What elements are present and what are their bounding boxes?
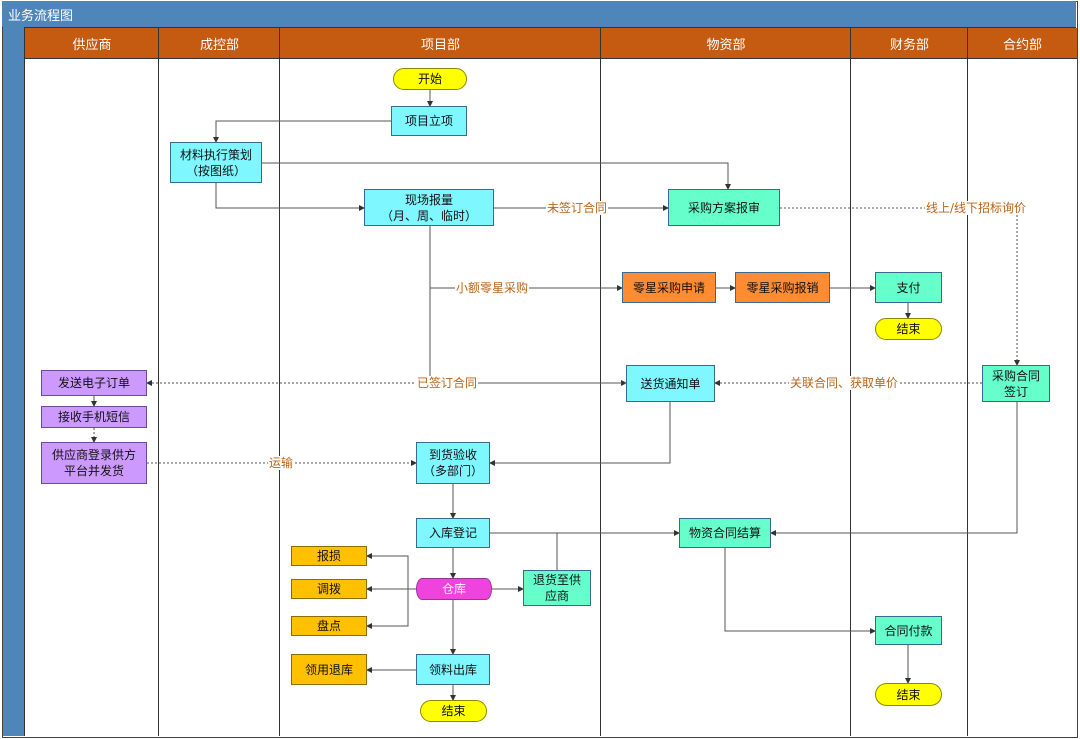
settlement-node[interactable]: 物资合同结算 [679,518,771,548]
edge [262,162,731,190]
edge [429,288,627,386]
return-supplier-node[interactable]: 退货至供 应商 [523,570,591,606]
end-project-node[interactable]: 结束 [420,700,487,722]
lane-header-materials: 物资部 [600,28,851,59]
return-stock-node[interactable]: 领用退库 [291,654,367,685]
petty-apply-node[interactable]: 零星采购申请 [622,272,716,303]
edge-label-signed: 已签订合同 [416,376,479,390]
lane-divider [279,28,280,736]
end-finance-node[interactable]: 结束 [875,683,942,706]
title-bar: 业务流程图 [2,1,1076,28]
edge-label-bidding: 线上/线下招标询价 [925,201,1028,215]
lane-divider [158,28,159,736]
stock-in-node[interactable]: 入库登记 [416,518,490,548]
edge-label-petty: 小额零星采购 [455,281,530,295]
edge [213,120,391,143]
material-plan-node[interactable]: 材料执行策划 （按图纸） [170,142,262,183]
project-setup-node[interactable]: 项目立项 [391,106,467,136]
arrival-check-node[interactable]: 到货验收 （多部门） [416,442,490,484]
pool-strip [3,27,25,736]
lane-header-cost-control: 成控部 [158,28,280,59]
site-report-node[interactable]: 现场报量 （月、周、临时） [364,189,494,226]
transfer-node[interactable]: 调拨 [291,579,367,599]
edge [724,548,876,634]
edge [489,402,671,466]
purchase-review-node[interactable]: 采购方案报审 [668,189,780,226]
contract-sign-node[interactable]: 采购合同 签订 [982,365,1050,402]
lane-header-finance: 财务部 [850,28,968,59]
inventory-node[interactable]: 盘点 [291,616,367,636]
lane-header-project: 项目部 [279,28,601,59]
edge-label-unsigned: 未签订合同 [546,201,609,215]
edge [770,402,1018,536]
lane-header-contract: 合约部 [967,28,1077,59]
diagram-title: 业务流程图 [8,9,74,24]
edge [366,553,409,589]
lane-divider [600,28,601,736]
edge [366,589,409,629]
send-order-node[interactable]: 发送电子订单 [41,370,147,396]
warehouse-node[interactable]: 仓库 [416,578,492,600]
start-node[interactable]: 开始 [393,68,467,90]
edge [215,183,365,211]
lane-divider [967,28,968,736]
edge-label-link-contract: 关联合同、获取单价 [789,376,900,390]
edge [429,226,623,291]
contract-payment-node[interactable]: 合同付款 [875,616,942,645]
delivery-notice-node[interactable]: 送货通知单 [626,365,715,402]
petty-reimburse-node[interactable]: 零星采购报销 [735,272,830,303]
edge-label-transport: 运输 [268,456,295,470]
lane-header-supplier: 供应商 [24,28,159,59]
receive-sms-node[interactable]: 接收手机短信 [41,406,147,428]
damage-node[interactable]: 报损 [291,546,367,566]
pay-node[interactable]: 支付 [875,272,942,303]
end-pay-node[interactable]: 结束 [875,318,942,340]
issue-out-node[interactable]: 领料出库 [416,654,490,685]
supplier-ship-node[interactable]: 供应商登录供方 平台并发货 [41,442,147,484]
